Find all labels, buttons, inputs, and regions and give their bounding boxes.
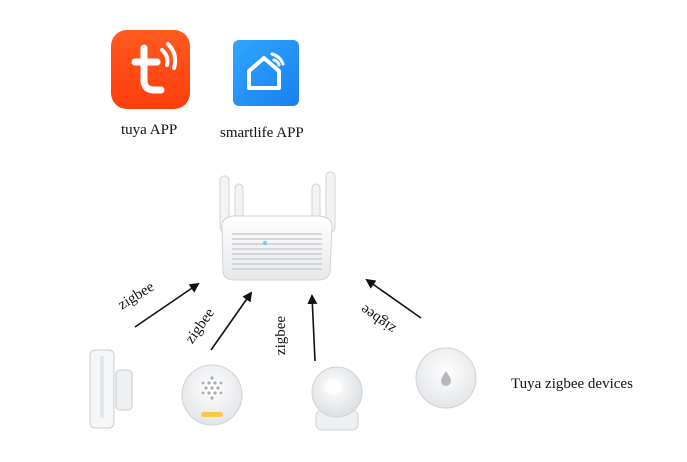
zigbee-label-3: zigbee [273, 316, 290, 355]
arrow-2 [211, 293, 251, 350]
zigbee-label-2: zigbee [182, 306, 218, 348]
status-led [263, 241, 267, 245]
smartlife-app-label: smartlife APP [220, 125, 304, 142]
smartlife-app-icon [233, 40, 299, 106]
zigbee-gateway-router-icon [208, 168, 343, 284]
door-window-sensor-icon [86, 348, 138, 432]
tuya-app-icon [111, 30, 190, 109]
water-leak-sensor-icon [415, 346, 478, 410]
devices-label: Tuya zigbee devices [511, 376, 633, 393]
siren-alarm-icon [181, 362, 243, 426]
zigbee-label-1: zigbee [115, 279, 157, 314]
zigbee-label-4: zigbee [358, 300, 400, 336]
arrow-3 [312, 296, 315, 361]
motion-sensor-icon [306, 362, 368, 434]
tuya-app-label: tuya APP [121, 122, 177, 139]
